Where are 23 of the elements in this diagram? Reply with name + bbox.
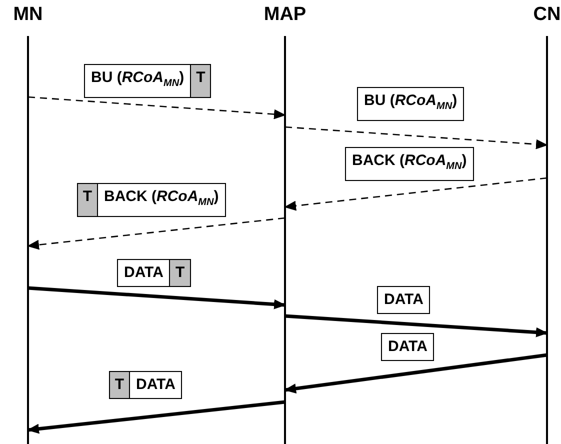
message-arrow (27, 400, 286, 434)
message-arrow (284, 177, 548, 211)
message-label: BU (RCoA$_{MN}$) (357, 87, 464, 121)
message-label: DATA (377, 286, 430, 314)
message-label: DATA (117, 259, 170, 287)
lifeline-label: MAP (262, 4, 308, 26)
message-arrow (284, 353, 548, 394)
message-label: BACK (RCoA$_{MN}$) (345, 147, 474, 181)
message-label: DATA (381, 333, 434, 361)
message-arrow (28, 286, 286, 310)
tag-label: T (169, 259, 191, 287)
message-label: DATA (129, 371, 182, 399)
message-arrow (28, 96, 286, 120)
lifeline-label: MN (12, 4, 44, 26)
message-arrow (284, 126, 548, 150)
tag-label: T (108, 371, 130, 399)
message-label: BU (RCoA$_{MN}$) (84, 64, 192, 98)
tag-label: T (76, 183, 98, 217)
tag-label: T (190, 64, 212, 98)
message-label: BACK (RCoA$_{MN}$) (97, 183, 226, 217)
message-arrow (27, 217, 286, 250)
lifeline-label: CN (532, 4, 561, 26)
message-arrow (284, 314, 548, 338)
